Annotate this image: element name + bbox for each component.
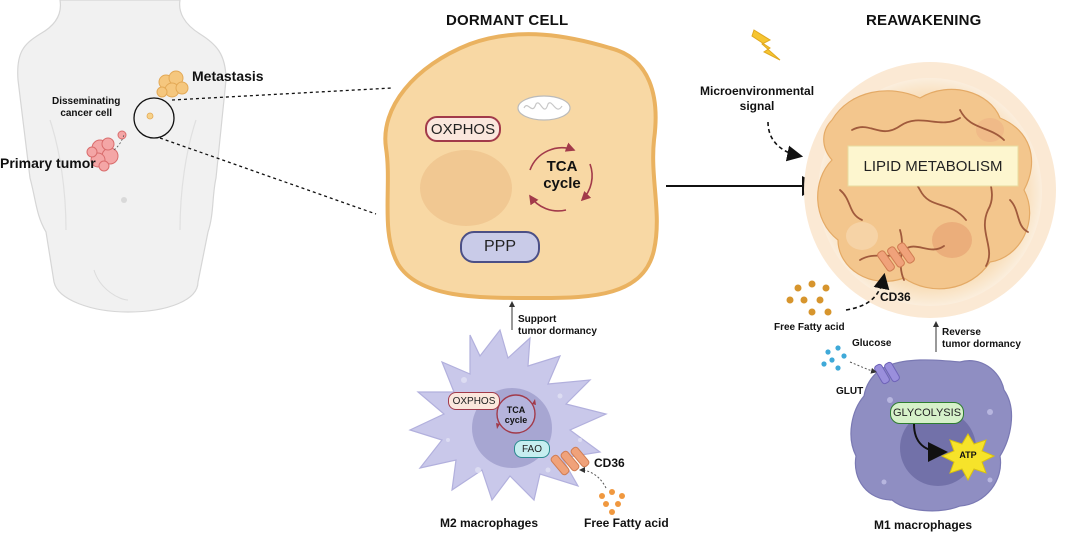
lipid-metabolism-label: LIPID METABOLISM [863,157,1003,175]
zoom-circle [133,97,175,139]
reawakening-title: REAWAKENING [866,12,982,29]
glycolysis-pill: GLYCOLYSIS [890,402,964,424]
tumor-cd36-transporter [877,242,915,272]
signal-arrow [767,121,804,162]
m2-oxphos-pill: OXPHOS [448,392,500,410]
tumor-mass-shape [804,62,1056,318]
dormant-cell-shape [383,32,659,301]
signal-line-1: Microenvironmental [700,84,815,98]
support-line-1: Support [518,314,557,325]
microenvironmental-signal-label: Microenvironmental signal [700,84,814,114]
dormant-cell-title: DORMANT CELL [446,12,569,29]
m2-tca-line-1: TCA [506,405,526,415]
reverse-label: Reverse tumor dormancy [942,327,1021,351]
glycolysis-arrow [913,423,948,462]
m2-macrophages-label: M2 macrophages [440,516,539,530]
primary-tumor-cluster [86,130,127,172]
reverse-line-2: tumor dormancy [942,339,1021,350]
atp-starburst [940,433,996,482]
lightning-icon [751,29,781,61]
m2-cd36-label: CD36 [594,456,625,470]
m2-tca-label: TCA cycle [500,405,532,425]
m2-free-fatty-acid-dots [579,467,625,515]
signal-line-2: signal [739,99,775,113]
mitochondrion-icon [517,95,571,121]
oxphos-pill: OXPHOS [425,116,501,142]
lipid-metabolism-box [847,145,1019,187]
disseminating-line-1: Disseminating [52,96,121,107]
tumor-free-fatty-acid-label: Free Fatty acid [774,322,845,333]
glucose-label: Glucose [852,338,892,349]
metastasis-cluster [156,70,189,98]
primary-tumor-label: Primary tumor [0,155,96,171]
metastasis-label: Metastasis [192,68,264,84]
ppp-pill: PPP [460,231,540,263]
disseminating-line-2: cancer cell [60,108,113,119]
glut-transporter [874,361,900,385]
tca-line-2: cycle [543,175,581,192]
m1-macrophage-shape [850,359,1013,512]
glut-label: GLUT [836,386,864,397]
tumor-free-fatty-acid-dots [786,272,890,316]
atp-label: ATP [959,450,977,460]
zoom-line-bottom [159,137,377,215]
m1-macrophages-label: M1 macrophages [874,518,973,532]
m2-tca-cycle-ring [496,394,536,434]
glucose-dots [821,345,877,374]
m2-cd36-transporter [550,446,590,476]
tca-line-1: TCA [546,158,578,175]
disseminating-label: Disseminating cancer cell [52,96,120,120]
m2-fao-pill: FAO [514,440,550,458]
tumor-cd36-label: CD36 [880,290,911,304]
reverse-line-1: Reverse [942,327,981,338]
m2-tca-line-2: cycle [504,415,528,425]
tca-cycle-label: TCA cycle [537,158,587,192]
support-line-2: tumor dormancy [518,326,597,337]
tca-cycle-arrows [529,142,593,212]
support-label: Support tumor dormancy [518,314,597,338]
zoom-line-top [171,87,393,101]
m2-free-fatty-acid-label: Free Fatty acid [584,516,669,530]
